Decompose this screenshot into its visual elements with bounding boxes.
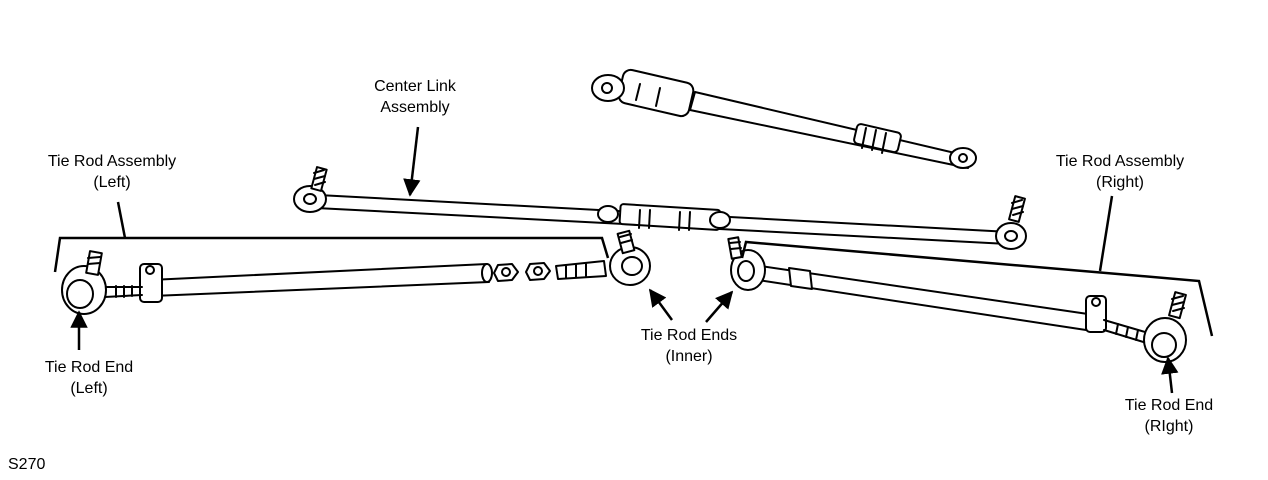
arrow-inner-end-left — [648, 288, 674, 321]
arrow-inner-end-right — [705, 290, 734, 323]
arrow-outer-end-right — [1161, 356, 1179, 394]
bracket-left — [53, 236, 610, 273]
bracket-left-stem — [116, 201, 127, 239]
arrow-center-link — [403, 126, 421, 197]
label-tie-rod-end-right: Tie Rod End (RIght) — [1124, 397, 1214, 435]
bracket-right-stem — [1098, 195, 1114, 272]
label-center-link: Center Link Assembly — [374, 78, 456, 116]
label-tie-rod-assembly-right: Tie Rod Assembly (Right) — [1055, 153, 1185, 191]
label-tie-rod-ends-inner: Tie Rod Ends (Inner) — [640, 327, 738, 365]
label-tie-rod-assembly-left: Tie Rod Assembly (Left) — [47, 153, 177, 191]
tie-rod-assembly-left — [61, 229, 651, 315]
steering-damper — [591, 68, 977, 169]
bracket-right — [740, 240, 1214, 337]
figure-code: S270 — [8, 456, 46, 473]
label-tie-rod-end-left: Tie Rod End (Left) — [44, 359, 134, 397]
center-link-assembly — [293, 166, 1027, 250]
tie-rod-assembly-right — [727, 236, 1187, 363]
